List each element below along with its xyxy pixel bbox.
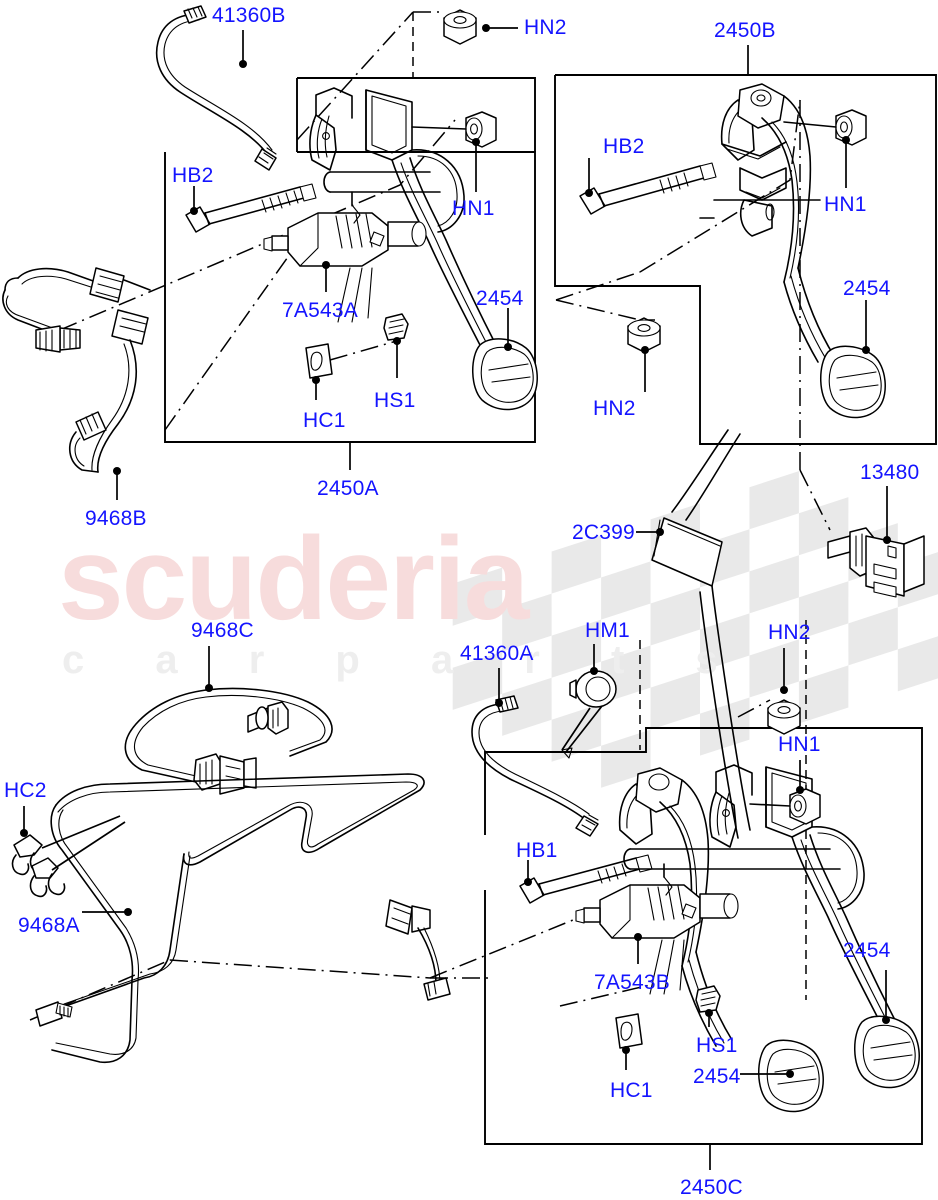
part-41360A-clutch-hose-lower (471, 668, 599, 837)
part-label-HC2[interactable]: HC2 (4, 779, 47, 802)
part-2450C-pedal-assembly (575, 760, 920, 1113)
part-label-2450A[interactable]: 2450A (317, 477, 379, 500)
part-label-HB1[interactable]: HB1 (516, 839, 558, 862)
part-label-7A543A[interactable]: 7A543A (282, 299, 358, 322)
part-2450B-pedal-assembly (579, 83, 886, 419)
part-label-HS1-lower[interactable]: HS1 (696, 1034, 738, 1057)
part-label-2450C[interactable]: 2450C (680, 1176, 743, 1199)
part-label-HN1-lower[interactable]: HN1 (778, 733, 821, 756)
part-41360B-clutch-hose-upper (155, 5, 277, 171)
part-2C399-mounting-plate (636, 429, 751, 839)
part-HN2-nut-mid (627, 317, 661, 392)
part-label-HB2-right[interactable]: HB2 (603, 135, 645, 158)
part-label-2454-b[interactable]: 2454 (843, 277, 891, 300)
part-HN2-nut-top (443, 9, 518, 45)
part-label-13480[interactable]: 13480 (860, 461, 920, 484)
part-label-2454-c[interactable]: 2454 (843, 939, 891, 962)
part-label-HN2-top[interactable]: HN2 (524, 16, 567, 39)
part-label-HM1[interactable]: HM1 (585, 619, 630, 642)
part-2450A-pedal-assembly (263, 87, 538, 411)
part-label-HN2-lower[interactable]: HN2 (768, 621, 811, 644)
part-label-HC1-upper[interactable]: HC1 (303, 409, 346, 432)
part-label-41360A[interactable]: 41360A (460, 642, 534, 665)
part-label-2454-a[interactable]: 2454 (476, 287, 524, 310)
part-9468C-brake-hose (124, 646, 333, 795)
part-label-9468C[interactable]: 9468C (191, 619, 254, 642)
part-label-2450B[interactable]: 2450B (714, 19, 776, 42)
part-HB1-bolt (519, 854, 653, 904)
part-label-HN1-right[interactable]: HN1 (824, 193, 867, 216)
part-label-HC1-lower[interactable]: HC1 (610, 1079, 653, 1102)
part-label-HN2-mid[interactable]: HN2 (593, 397, 636, 420)
part-13480-brake-light-switch (827, 486, 925, 598)
part-HM1-grommet (561, 644, 617, 759)
group-box-2450B (554, 45, 937, 445)
part-HB2-bolt-left (185, 183, 317, 233)
part-9468A-brake-pipe (11, 773, 451, 1064)
part-label-HS1-upper[interactable]: HS1 (374, 389, 416, 412)
part-9468B-brake-hose (2, 267, 151, 500)
part-label-HB2-left[interactable]: HB2 (172, 164, 214, 187)
part-label-HN1-left[interactable]: HN1 (452, 197, 495, 220)
part-label-2454-d[interactable]: 2454 (693, 1065, 741, 1088)
part-label-41360B[interactable]: 41360B (212, 4, 286, 27)
part-HN2-nut-lower (767, 648, 801, 735)
part-label-2C399[interactable]: 2C399 (572, 521, 635, 544)
part-label-9468B[interactable]: 9468B (85, 507, 147, 530)
part-label-7A543B[interactable]: 7A543B (594, 971, 670, 994)
part-label-9468A[interactable]: 9468A (18, 914, 80, 937)
